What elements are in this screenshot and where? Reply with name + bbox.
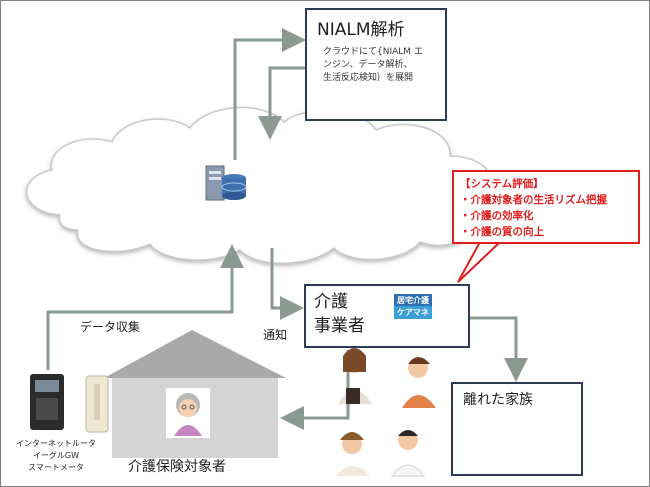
device-labels: インターネットルータ イーグルGW スマートメータ — [6, 438, 106, 474]
evaluation-item: ・介護の質の向上 — [460, 226, 544, 238]
evaluation-heading: 【システム評価】 — [460, 178, 544, 190]
caregiver-person-icon — [338, 348, 372, 404]
care-provider-title-line: 介護 — [314, 292, 348, 312]
router-icon — [85, 375, 109, 433]
nialm-title: NIALM解析 — [317, 20, 405, 40]
notify-label: 通知 — [263, 328, 288, 342]
evaluation-item: ・介護対象者の生活リズム把握 — [460, 194, 607, 206]
device-label-line: スマートメータ — [28, 463, 84, 472]
family-title: 離れた家族 — [463, 392, 533, 408]
nialm-desc-line: ンジン、データ解析、 — [323, 60, 413, 70]
arrow-care-to-subject — [280, 350, 350, 430]
arrow-nialm-to-cloud — [258, 66, 305, 140]
care-provider-box: 介護 事業者 — [304, 284, 470, 348]
caregiver-person-icon — [391, 430, 425, 477]
remote-family-box: 離れた家族 — [451, 382, 583, 476]
care-provider-title: 介護 事業者 — [314, 290, 365, 338]
nialm-description: クラウドにて{NIALM エ ンジン、データ解析、 生活反応検知｝を展開 — [323, 46, 445, 85]
cloud — [25, 106, 493, 264]
nialm-desc-line: 生活反応検知｝を展開 — [323, 73, 414, 83]
arrow-data-collection — [46, 244, 244, 370]
arrow-notify — [270, 248, 304, 320]
server-icon — [205, 165, 247, 201]
system-evaluation-box: 【システム評価】 ・介護対象者の生活リズム把握 ・介護の効率化 ・介護の質の向上 — [452, 170, 640, 244]
care-provider-title-line: 事業者 — [314, 316, 365, 336]
data-collection-label: データ収集 — [80, 320, 141, 334]
care-subject-label: 介護保険対象者 — [128, 459, 226, 475]
device-label-line: インターネットルータ — [16, 439, 96, 448]
arrow-care-to-family — [470, 316, 528, 382]
smart-meter-icon — [30, 374, 64, 430]
nialm-desc-line: クラウドにて{NIALM エ — [323, 47, 423, 57]
evaluation-callout-tail — [457, 241, 501, 283]
elderly-person-icon — [174, 393, 202, 436]
caregiver-person-icon — [402, 357, 436, 408]
arrow-server-to-nialm — [233, 28, 306, 160]
house-shape — [104, 330, 286, 458]
evaluation-item: ・介護の効率化 — [460, 210, 534, 222]
care-manager-badge: ケアマネ — [394, 306, 432, 319]
home-care-badge: 居宅介護 — [394, 294, 432, 307]
device-label-line: イーグルGW — [32, 451, 80, 460]
nialm-analysis-box: NIALM解析 クラウドにて{NIALM エ ンジン、データ解析、 生活反応検知… — [305, 8, 447, 121]
caregiver-person-icon — [336, 432, 370, 476]
